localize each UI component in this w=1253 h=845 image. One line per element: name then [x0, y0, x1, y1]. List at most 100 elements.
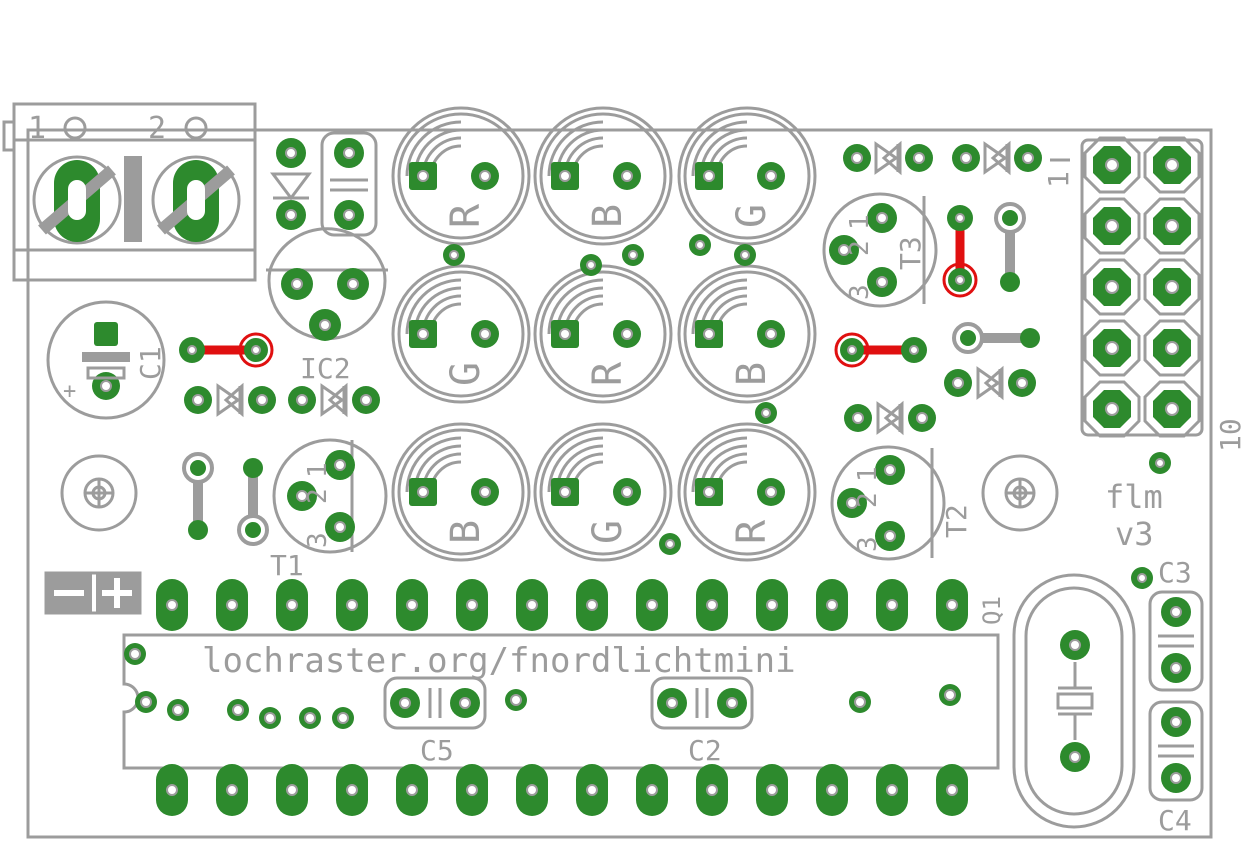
- dip-pin: [696, 764, 728, 816]
- header-pin: [1083, 319, 1141, 377]
- t1-pin-2: 2: [303, 488, 333, 504]
- t3-label: T3: [894, 236, 927, 270]
- polarity-marker: [44, 571, 142, 615]
- diode-3: [184, 382, 276, 418]
- dip-pin: [576, 579, 608, 631]
- dip-pin: [516, 579, 548, 631]
- diode-1: [843, 140, 933, 176]
- header-pin-10-label: 10: [1214, 418, 1247, 452]
- dip-pin: [156, 764, 188, 816]
- dip-pin: [396, 579, 428, 631]
- led-2-1: G: [391, 264, 531, 404]
- dip-pin: [456, 764, 488, 816]
- mounting-hole-right: [981, 454, 1059, 532]
- test-pad: [124, 643, 146, 665]
- header-pin: [1143, 136, 1201, 194]
- capacitor-c5: C5: [383, 676, 487, 767]
- t3-pin-2: 2: [845, 240, 875, 256]
- header-pin: [1143, 319, 1201, 377]
- dip-pin: [636, 579, 668, 631]
- led-color-label: G: [585, 520, 631, 544]
- dip-pin: [936, 579, 968, 631]
- dip-pin: [396, 764, 428, 816]
- led-color-label: G: [443, 362, 489, 386]
- led-1-1: R: [391, 106, 531, 246]
- led-3-1: B: [391, 422, 531, 562]
- wire-jumper-left: [179, 332, 274, 368]
- dip-pin: [756, 579, 788, 631]
- c3-label: C3: [1158, 556, 1192, 589]
- t3-pin-1: 1: [845, 214, 875, 230]
- dip-pin: [216, 579, 248, 631]
- t2-label: T2: [940, 504, 973, 538]
- mounting-hole-left: [60, 454, 138, 532]
- t1-pin-1: 1: [303, 462, 333, 478]
- board-outline: [26, 128, 1213, 839]
- jumper-grey-left-1: [182, 452, 214, 540]
- led-2-2: R: [533, 264, 673, 404]
- header-pin: [1083, 258, 1141, 316]
- jumper-grey-right-2: [952, 322, 1040, 354]
- wire-jumper-mid-right: [834, 332, 927, 368]
- microcontroller-dip28: lochraster.org/fnordlichtmini: [122, 579, 1000, 816]
- led-3-2: G: [533, 422, 673, 562]
- test-pad: [135, 691, 157, 713]
- t2-pin-1: 1: [853, 466, 883, 482]
- test-pad: [332, 707, 354, 729]
- c1-label: C1: [134, 346, 167, 380]
- dip-pin: [756, 764, 788, 816]
- dip-pin: [516, 764, 548, 816]
- led-color-label: B: [443, 520, 489, 544]
- capacitor-c4: C4: [1148, 700, 1204, 837]
- led-color-label: B: [729, 362, 775, 386]
- dip-pin: [816, 764, 848, 816]
- t2-pin-3: 3: [853, 536, 883, 552]
- dip-pin: [456, 579, 488, 631]
- led-color-label: R: [443, 203, 489, 228]
- capacitor-c-top: [320, 131, 378, 237]
- transistor-t1: 1 2 3 T1: [270, 438, 388, 582]
- vias: [443, 234, 1171, 589]
- dip-pin: [336, 764, 368, 816]
- crystal-q1: [1012, 573, 1136, 829]
- wire-jumper-vertical: [942, 205, 978, 298]
- led-1-2: B: [533, 106, 673, 246]
- test-pad: [939, 684, 961, 706]
- capacitor-c1: + C1: [46, 300, 167, 420]
- test-pad: [167, 699, 189, 721]
- dip-pin: [576, 764, 608, 816]
- dip-pin: [156, 579, 188, 631]
- header-pin: [1083, 380, 1141, 438]
- c2-label: C2: [688, 734, 722, 767]
- header-pin: [1143, 258, 1201, 316]
- dip-pin: [876, 764, 908, 816]
- led-3-3: R: [677, 422, 817, 562]
- diode-d-top-left: [270, 138, 312, 230]
- led-color-label: G: [729, 204, 775, 228]
- header-pin: [1143, 197, 1201, 255]
- dip-pin: [696, 579, 728, 631]
- test-pad: [259, 707, 281, 729]
- dip-pin: [936, 764, 968, 816]
- transistor-t2: 1 2 3 T2: [830, 445, 973, 561]
- author-label: flm: [1105, 478, 1163, 516]
- transistor-t3: 1 2 3 T3: [822, 192, 938, 308]
- dip-pin: [336, 579, 368, 631]
- c1-plus-label: +: [63, 379, 76, 404]
- header-pin: [1083, 136, 1141, 194]
- diode-4: [288, 382, 380, 418]
- capacitor-c2: C2: [650, 676, 754, 767]
- regulator-ic2: IC2: [266, 227, 388, 385]
- c5-label: C5: [420, 734, 454, 767]
- header-pin: [1143, 380, 1201, 438]
- q1-label: Q1: [978, 596, 1006, 625]
- ic2-label: IC2: [300, 352, 351, 385]
- dip-pin: [216, 764, 248, 816]
- jumper-grey-right-1: [994, 202, 1026, 292]
- t1-pin-3: 3: [303, 532, 333, 548]
- terminal-label-1: 1: [28, 111, 46, 146]
- test-pad: [227, 699, 249, 721]
- terminal-label-2: 2: [148, 111, 166, 146]
- diode-5: [944, 365, 1036, 401]
